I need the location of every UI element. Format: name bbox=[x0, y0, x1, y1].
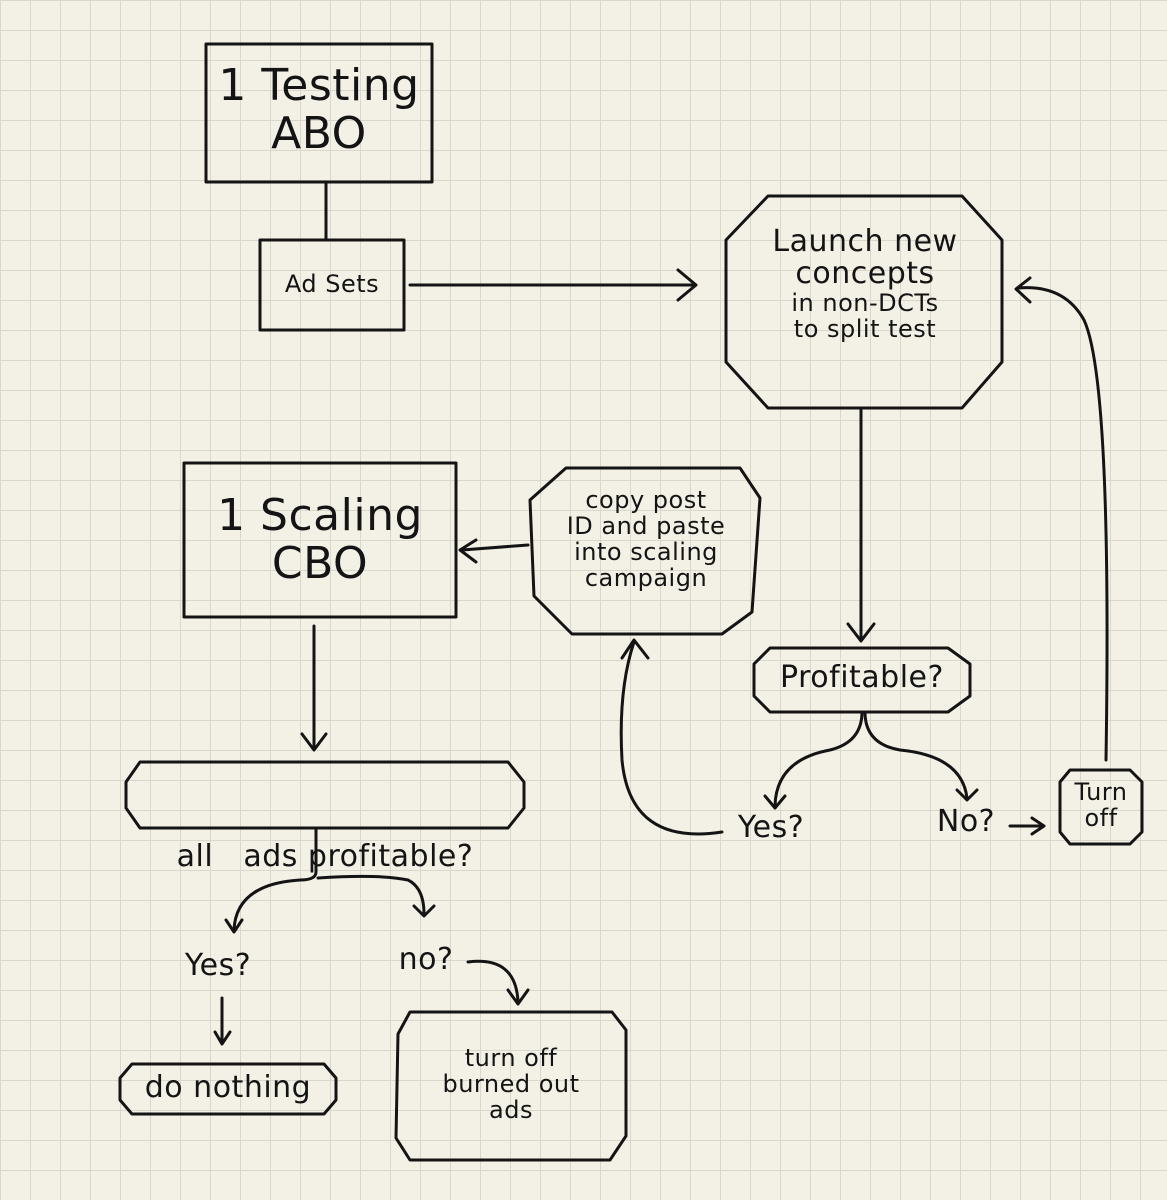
turn-off-label: Turn off bbox=[1060, 778, 1142, 832]
no-right-text: No? bbox=[936, 804, 996, 839]
turn-off-burned-box bbox=[394, 1010, 628, 1162]
turn-off-box bbox=[1058, 768, 1144, 846]
do-nothing-label: do nothing bbox=[120, 1070, 336, 1105]
no-left-text: no? bbox=[398, 942, 454, 977]
do-nothing-text: do nothing bbox=[144, 1070, 312, 1105]
all-ads-profitable-text: all ads profitable? bbox=[176, 838, 474, 874]
all-ads-profitable-label: all ads profitable? bbox=[126, 776, 524, 906]
do-nothing-box bbox=[118, 1062, 338, 1116]
copy-post-line2: ID and paste bbox=[566, 511, 726, 540]
connector-copy-to-scaling bbox=[458, 538, 530, 564]
turn-off-burned-line3: ads bbox=[489, 1095, 533, 1124]
yes-right-label: Yes? bbox=[726, 810, 816, 845]
ad-sets-text: Ad Sets bbox=[284, 270, 380, 298]
testing-abo-box bbox=[204, 42, 434, 184]
testing-abo-line1: 1 Testing bbox=[218, 60, 420, 111]
connector-split-arrowheads bbox=[763, 788, 979, 810]
copy-post-box bbox=[528, 466, 762, 636]
connector-scaling-to-allads bbox=[300, 624, 328, 752]
launch-line2: concepts bbox=[795, 256, 935, 292]
yes-left-text: Yes? bbox=[184, 948, 252, 983]
launch-concepts-label: Launch new concepts in non-DCTs to split… bbox=[740, 224, 990, 343]
turn-off-line2: off bbox=[1084, 803, 1118, 832]
turn-off-burned-label: turn off burned out ads bbox=[398, 1044, 624, 1124]
no-right-label: No? bbox=[924, 804, 1008, 839]
launch-line1: Launch new bbox=[772, 224, 958, 259]
ad-sets-box bbox=[258, 238, 406, 332]
testing-abo-line2: ABO bbox=[271, 107, 367, 159]
copy-post-label: copy post ID and paste into scaling camp… bbox=[536, 486, 756, 592]
turn-off-burned-line1: turn off bbox=[464, 1044, 558, 1072]
launch-concepts-box bbox=[724, 194, 1004, 410]
profitable-text: Profitable? bbox=[780, 660, 944, 695]
scaling-cbo-line2: CBO bbox=[271, 537, 369, 589]
scaling-cbo-label: 1 Scaling CBO bbox=[184, 492, 456, 587]
connector-adsets-to-launch bbox=[408, 268, 698, 302]
connector-launch-to-profitable bbox=[846, 408, 876, 643]
all-ads-profitable-box bbox=[124, 760, 526, 830]
copy-post-line3: into scaling bbox=[574, 537, 718, 566]
connector-no-to-turnoff bbox=[1008, 816, 1046, 836]
connector-allads-split bbox=[232, 828, 426, 932]
profitable-box bbox=[752, 646, 972, 714]
testing-abo-label: 1 Testing ABO bbox=[206, 62, 432, 157]
turn-off-line1: Turn bbox=[1074, 778, 1128, 806]
launch-line3: in non-DCTs bbox=[791, 288, 939, 317]
scaling-cbo-line1: 1 Scaling bbox=[217, 490, 423, 541]
launch-line4: to split test bbox=[793, 314, 937, 343]
yes-left-label: Yes? bbox=[168, 948, 268, 983]
connector-yes-to-donothing bbox=[213, 996, 232, 1046]
copy-post-line4: campaign bbox=[584, 563, 708, 592]
connector-profitable-split bbox=[773, 710, 969, 808]
connector-yes-to-copy bbox=[619, 638, 724, 836]
connector-turnoff-to-launch bbox=[1014, 276, 1109, 762]
connector-no-to-turnoff-burned bbox=[466, 959, 530, 1006]
profitable-label: Profitable? bbox=[754, 660, 970, 695]
ad-sets-label: Ad Sets bbox=[260, 270, 404, 298]
no-left-label: no? bbox=[384, 942, 468, 977]
yes-right-text: Yes? bbox=[737, 810, 805, 845]
scaling-cbo-box bbox=[182, 461, 458, 619]
connector-allads-arrowheads bbox=[224, 904, 436, 934]
copy-post-line1: copy post bbox=[585, 486, 707, 514]
turn-off-burned-line2: burned out bbox=[442, 1069, 580, 1098]
